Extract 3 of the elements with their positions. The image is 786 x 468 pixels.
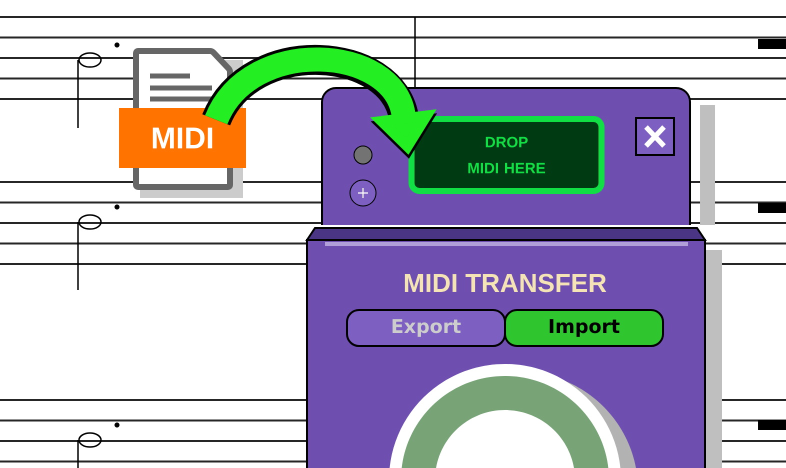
export-tab: Export bbox=[346, 309, 506, 347]
drop-zone: DROP MIDI HERE bbox=[408, 116, 604, 194]
import-tab: Import bbox=[504, 309, 664, 347]
